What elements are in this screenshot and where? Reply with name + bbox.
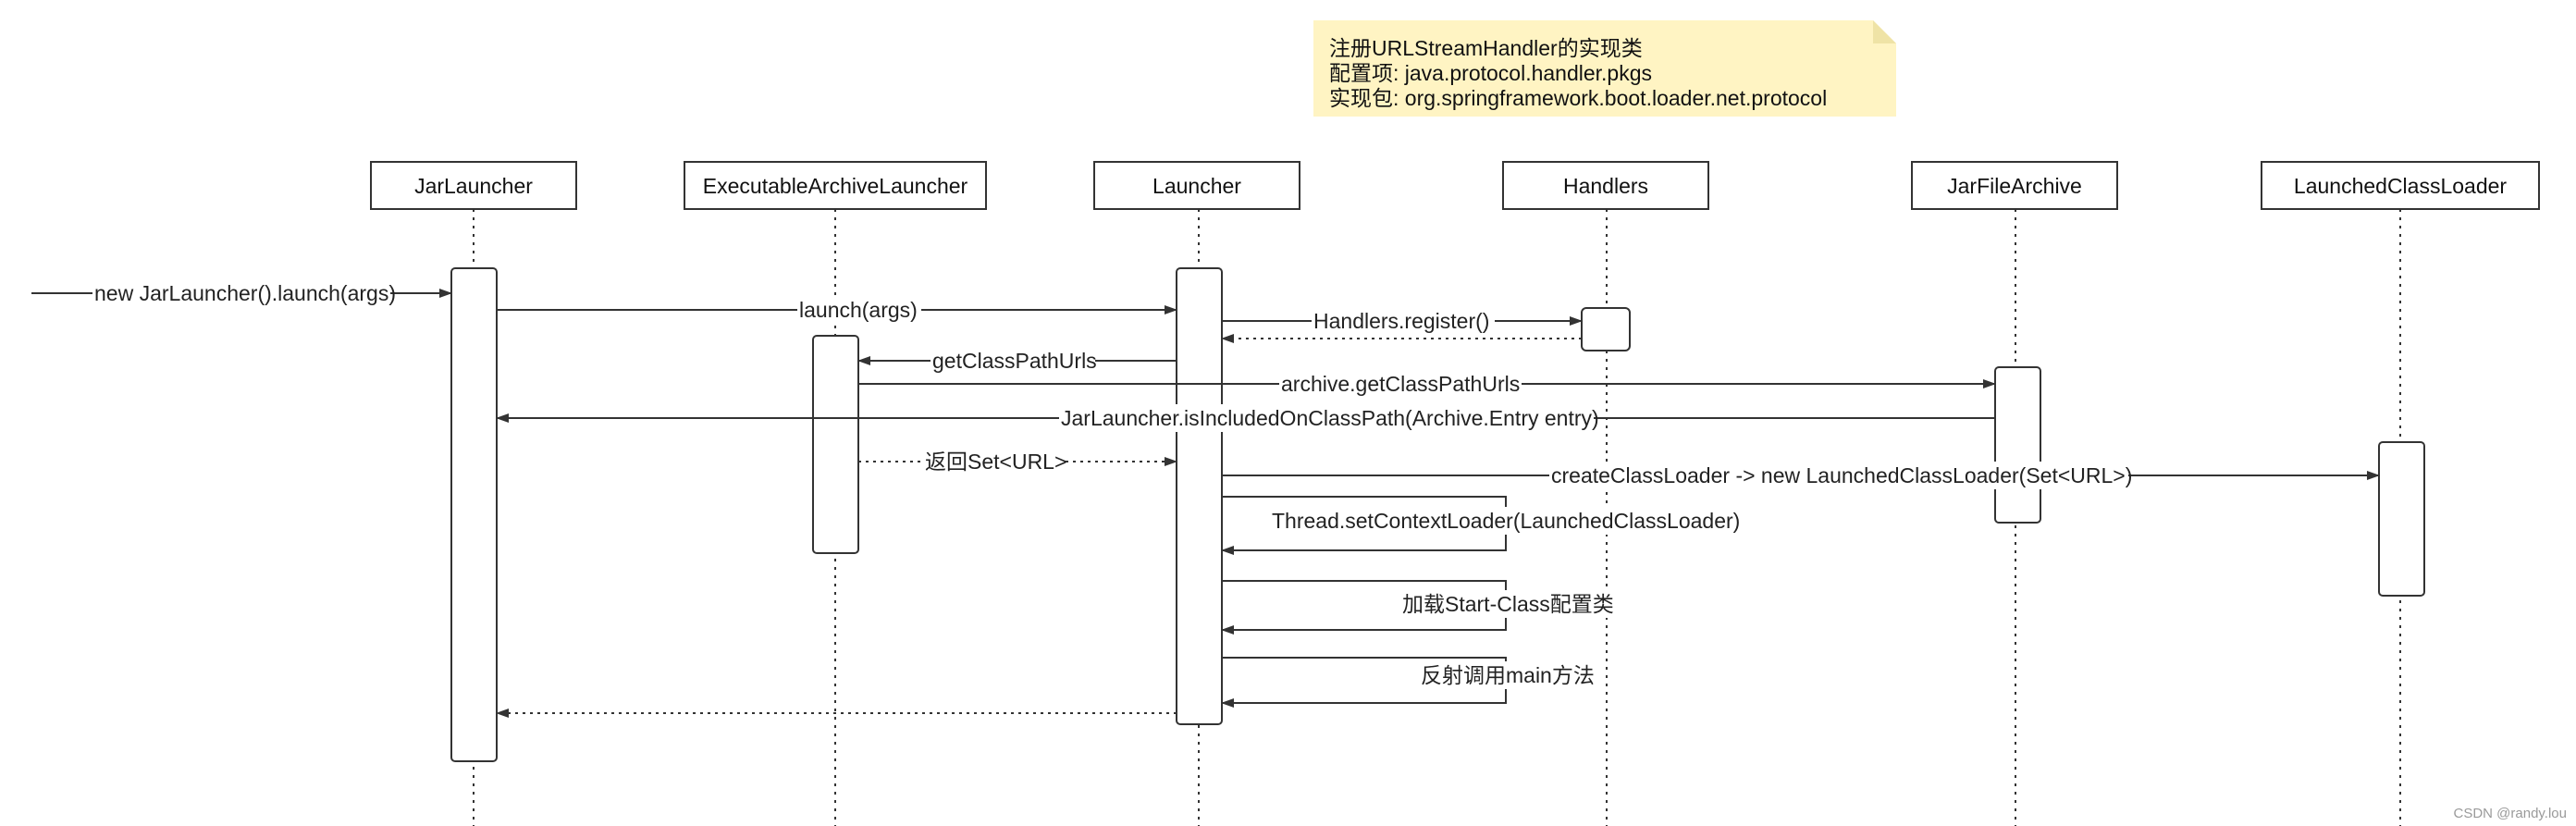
activation-jarlauncher bbox=[450, 267, 498, 762]
participant-launcher[interactable]: Launcher bbox=[1093, 161, 1300, 210]
note-line-3: 实现包: org.springframework.boot.loader.net… bbox=[1329, 86, 1827, 110]
activation-handlers bbox=[1581, 307, 1631, 351]
participant-label: Handlers bbox=[1563, 174, 1648, 198]
msg-register-label: Handlers.register() bbox=[1313, 309, 1489, 333]
msg-archive-getclasspathurls-label: archive.getClassPathUrls bbox=[1281, 372, 1520, 396]
participant-jarfilearchive[interactable]: JarFileArchive bbox=[1911, 161, 2118, 210]
participant-label: LaunchedClassLoader bbox=[2294, 174, 2508, 198]
note-box bbox=[1313, 20, 1896, 117]
msg-entry-label: new JarLauncher().launch(args) bbox=[94, 281, 396, 305]
participant-handlers[interactable]: Handlers bbox=[1502, 161, 1709, 210]
msg-createclassloader-label: createClassLoader -> new LaunchedClassLo… bbox=[1551, 463, 2132, 487]
participant-label: JarLauncher bbox=[414, 174, 533, 198]
note-line-2: 配置项: java.protocol.handler.pkgs bbox=[1329, 61, 1652, 85]
msg-invoke-main-label: 反射调用main方法 bbox=[1421, 663, 1595, 687]
participant-executable[interactable]: ExecutableArchiveLauncher bbox=[684, 161, 987, 210]
activation-launcher bbox=[1176, 267, 1223, 725]
msg-setcontextloader-label: Thread.setContextLoader(LaunchedClassLoa… bbox=[1272, 509, 1740, 533]
participant-label: JarFileArchive bbox=[1947, 174, 2082, 198]
activation-launchedclassloader bbox=[2378, 441, 2425, 597]
watermark: CSDN @randy.lou bbox=[2454, 806, 2568, 821]
note: 注册URLStreamHandler的实现类 配置项: java.protoco… bbox=[1313, 20, 1896, 117]
msg-getclasspathurls-label: getClassPathUrls bbox=[932, 349, 1097, 373]
activation-executable bbox=[812, 335, 859, 554]
note-line-1: 注册URLStreamHandler的实现类 bbox=[1329, 36, 1643, 60]
participant-jarlauncher[interactable]: JarLauncher bbox=[370, 161, 577, 210]
msg-launch-label: launch(args) bbox=[799, 298, 918, 322]
activation-jarfilearchive bbox=[1994, 366, 2041, 524]
participant-label: ExecutableArchiveLauncher bbox=[703, 174, 968, 198]
participant-launchedclassloader[interactable]: LaunchedClassLoader bbox=[2261, 161, 2540, 210]
participant-label: Launcher bbox=[1152, 174, 1241, 198]
msg-load-startclass-label: 加载Start-Class配置类 bbox=[1402, 592, 1614, 616]
msg-return-set-label: 返回Set<URL> bbox=[925, 450, 1066, 474]
msg-isincluded-label: JarLauncher.isIncludedOnClassPath(Archiv… bbox=[1061, 406, 1599, 430]
note-fold bbox=[1873, 20, 1896, 43]
